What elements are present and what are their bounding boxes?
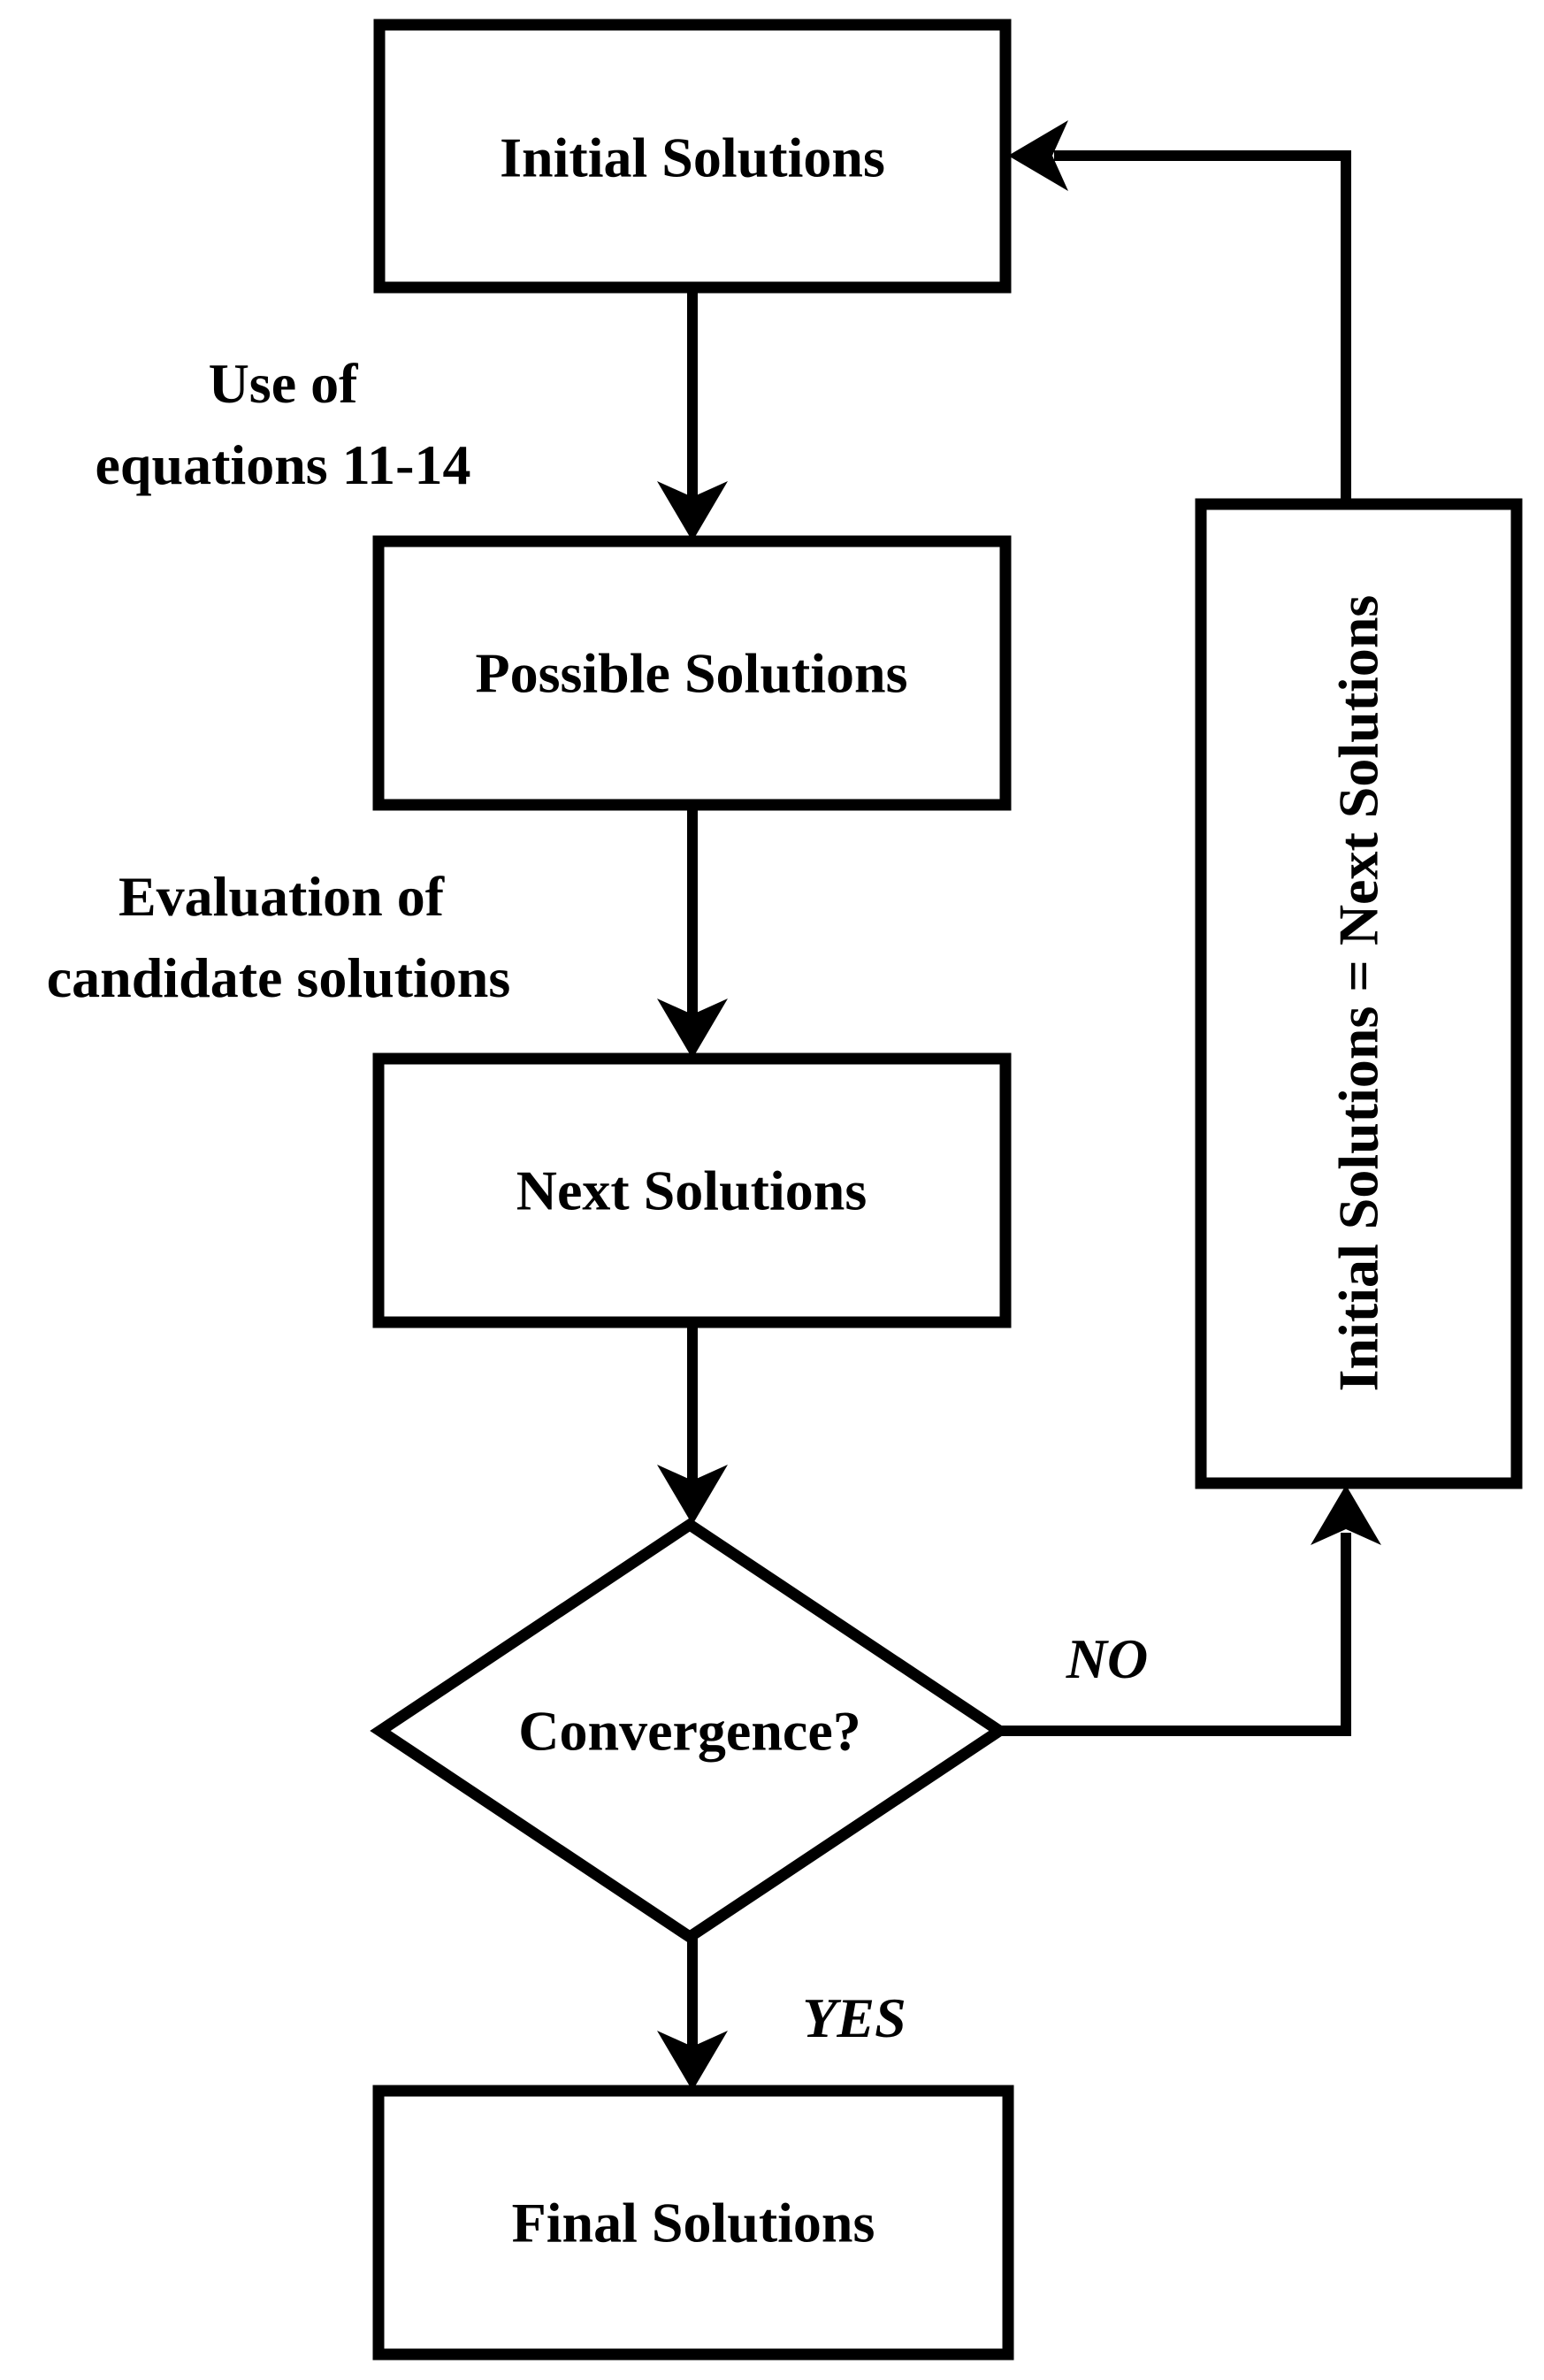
- annotation-evaluation-of-candidates: Evaluation of candidate solutions: [47, 865, 511, 1009]
- node-assign-solutions: Initial Solutions = Next Solutions: [1195, 498, 1523, 1489]
- annotation-no-label: NO: [1066, 1627, 1148, 1690]
- edge-possible-to-next: [657, 805, 728, 1059]
- node-initial-solutions-box: [373, 19, 1012, 294]
- node-final-solutions-label: Final Solutions: [512, 2192, 875, 2254]
- node-convergence-decision: Convergence?: [370, 1518, 1010, 1944]
- node-initial-solutions: Initial Solutions: [373, 19, 1012, 294]
- node-convergence-diamond: [370, 1518, 1010, 1944]
- arrowhead-left-icon: [1008, 120, 1068, 191]
- edge-assign-to-initial: [1008, 120, 1351, 504]
- edge-initial-to-possible: [657, 287, 728, 541]
- annotation-use-of-equations-line1: Use of: [209, 352, 359, 415]
- node-convergence-label: Convergence?: [518, 1700, 860, 1763]
- annotation-use-of-equations: Use of equations 11-14: [96, 352, 471, 496]
- annotation-evaluation-line2: candidate solutions: [47, 946, 511, 1009]
- arrowhead-up-icon: [1311, 1485, 1381, 1545]
- annotation-yes-label: YES: [802, 1986, 906, 2049]
- node-final-solutions: Final Solutions: [372, 2085, 1014, 2361]
- node-initial-solutions-label: Initial Solutions: [500, 126, 885, 189]
- edge-convergence-no-shaft: [999, 1533, 1351, 1736]
- arrowhead-down-icon: [657, 2031, 728, 2091]
- node-next-solutions: Next Solutions: [372, 1052, 1012, 1328]
- edge-assign-to-initial-shaft: [1054, 150, 1351, 504]
- arrowhead-down-icon: [657, 481, 728, 541]
- arrowhead-down-icon: [657, 1465, 728, 1525]
- node-possible-solutions: Possible Solutions: [372, 535, 1012, 811]
- annotation-evaluation-line1: Evaluation of: [118, 865, 445, 928]
- arrowhead-down-icon: [657, 999, 728, 1059]
- node-possible-solutions-box: [372, 535, 1012, 811]
- edge-next-to-convergence: [657, 1322, 728, 1525]
- node-assign-solutions-label: Initial Solutions = Next Solutions: [1327, 595, 1390, 1392]
- edge-convergence-no-to-assign: [999, 1485, 1381, 1736]
- node-next-solutions-box: [372, 1052, 1012, 1328]
- edge-convergence-yes-to-final: [657, 1937, 728, 2091]
- node-possible-solutions-label: Possible Solutions: [475, 642, 907, 705]
- annotation-use-of-equations-line2: equations 11-14: [96, 433, 471, 496]
- node-final-solutions-box: [372, 2085, 1014, 2361]
- node-next-solutions-label: Next Solutions: [516, 1159, 868, 1222]
- node-assign-solutions-box: [1195, 498, 1523, 1489]
